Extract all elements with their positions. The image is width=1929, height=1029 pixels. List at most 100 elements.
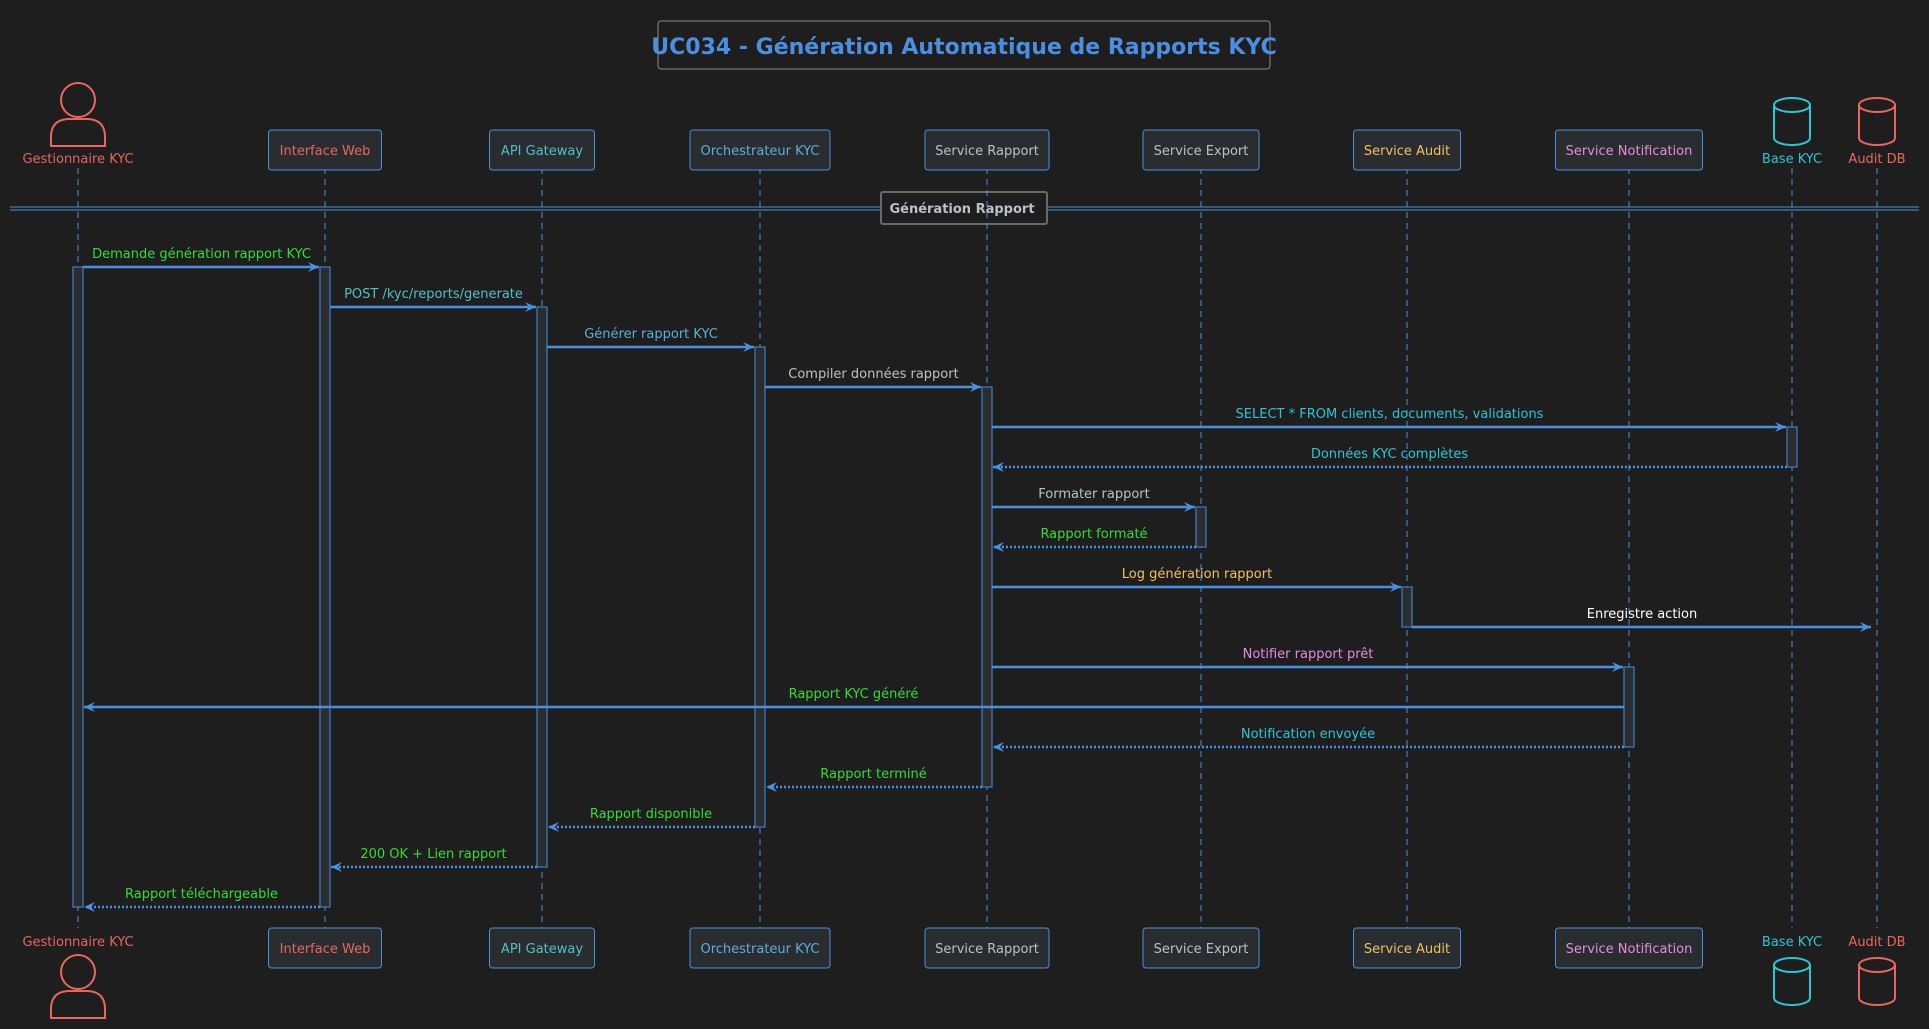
activation-web — [319, 266, 331, 908]
participant-box-notif — [1555, 927, 1703, 969]
message-label: Données KYC complètes — [1311, 447, 1469, 462]
participant-label-gestionnaire: Gestionnaire KYC — [22, 152, 133, 167]
message-label: Rapport formaté — [1040, 527, 1147, 542]
participant-notif-bottom: Service Notification — [1555, 927, 1703, 969]
message-7: Formater rapport — [992, 487, 1195, 512]
participant-orch-bottom: Orchestrateur KYC — [689, 927, 831, 969]
participant-label-auditdb: Audit DB — [1848, 935, 1905, 950]
message-12: Rapport KYC généré — [84, 687, 1624, 712]
participant-rapport-bottom: Service Rapport — [924, 927, 1050, 969]
participant-gestionnaire-top: Gestionnaire KYC — [22, 82, 134, 167]
participant-label-basekyc: Base KYC — [1762, 152, 1822, 167]
participant-gestionnaire-bottom: Gestionnaire KYC — [22, 935, 134, 1019]
participant-box-export — [1142, 129, 1260, 171]
message-label: Rapport terminé — [820, 767, 926, 782]
database-icon — [1773, 957, 1811, 1006]
participant-label-auditdb: Audit DB — [1848, 152, 1905, 167]
participants-top: Gestionnaire KYC Interface Web API Gateway… — [22, 82, 1906, 171]
message-4: Compiler données rapport — [765, 367, 981, 392]
participant-export-top: Service Export — [1142, 129, 1260, 171]
participant-box-rapport — [924, 927, 1050, 969]
actor-icon — [50, 954, 106, 1019]
message-14: Rapport terminé — [766, 767, 982, 792]
message-label: Rapport KYC généré — [789, 687, 919, 702]
participant-auditdb-top: Audit DB — [1848, 97, 1906, 167]
message-label: 200 OK + Lien rapport — [360, 847, 506, 862]
message-13: Notification envoyée — [993, 727, 1624, 752]
activation-export — [1195, 506, 1207, 548]
activation-notif — [1623, 666, 1635, 748]
participant-web-bottom: Interface Web — [268, 927, 382, 969]
participant-label-notif: Service Notification — [1566, 942, 1693, 957]
participant-rapport-top: Service Rapport — [924, 129, 1050, 171]
participant-label-orch: Orchestrateur KYC — [700, 144, 819, 159]
participant-api-top: API Gateway — [489, 129, 595, 171]
participant-auditdb-bottom: Audit DB — [1848, 935, 1906, 1006]
group-label: Génération Rapport — [889, 202, 1034, 217]
participant-api-bottom: API Gateway — [489, 927, 595, 969]
group-separator: Génération Rapport — [10, 191, 1919, 225]
participants-bottom: Gestionnaire KYC Interface Web API Gateway… — [22, 927, 1906, 1019]
messages: Demande génération rapport KYC POST /kyc/… — [83, 247, 1871, 912]
participant-box-web — [268, 927, 382, 969]
participant-box-audit — [1353, 927, 1461, 969]
participant-basekyc-bottom: Base KYC — [1762, 935, 1822, 1006]
participant-box-export — [1142, 927, 1260, 969]
activation-audit — [1401, 586, 1413, 628]
activation-rapport — [981, 386, 993, 788]
participant-label-web: Interface Web — [280, 144, 371, 159]
participant-basekyc-top: Base KYC — [1762, 97, 1822, 167]
message-15: Rapport disponible — [548, 807, 755, 832]
participant-label-audit: Service Audit — [1364, 144, 1450, 159]
participant-box-notif — [1555, 129, 1703, 171]
participant-label-web: Interface Web — [280, 942, 371, 957]
message-1: Demande génération rapport KYC — [83, 247, 319, 272]
message-label: Formater rapport — [1038, 487, 1150, 502]
participant-box-rapport — [924, 129, 1050, 171]
participant-label-gestionnaire: Gestionnaire KYC — [22, 935, 133, 950]
activation-bars — [72, 266, 1798, 908]
participant-label-api: API Gateway — [501, 144, 583, 159]
message-label: Enregistre action — [1587, 607, 1697, 622]
message-label: POST /kyc/reports/generate — [344, 287, 523, 302]
participant-label-basekyc: Base KYC — [1762, 935, 1822, 950]
participant-audit-top: Service Audit — [1353, 129, 1461, 171]
participant-label-orch: Orchestrateur KYC — [700, 942, 819, 957]
participant-box-orch — [689, 927, 831, 969]
participant-label-export: Service Export — [1154, 942, 1249, 957]
message-label: Générer rapport KYC — [584, 327, 718, 342]
participant-label-api: API Gateway — [501, 942, 583, 957]
message-9: Log génération rapport — [992, 567, 1401, 592]
participant-label-rapport: Service Rapport — [935, 942, 1039, 957]
activation-gestionnaire — [72, 266, 84, 908]
participant-notif-top: Service Notification — [1555, 129, 1703, 171]
participant-label-audit: Service Audit — [1364, 942, 1450, 957]
actor-icon — [50, 82, 106, 147]
database-icon — [1858, 97, 1896, 146]
participant-label-rapport: Service Rapport — [935, 144, 1039, 159]
message-10: Enregistre action — [1412, 607, 1871, 632]
participant-box-web — [268, 129, 382, 171]
participant-box-api — [489, 129, 595, 171]
participant-box-api — [489, 927, 595, 969]
title-text: UC034 - Génération Automatique de Rappor… — [651, 35, 1276, 60]
message-8: Rapport formaté — [993, 527, 1196, 552]
database-icon — [1773, 97, 1811, 146]
message-3: Générer rapport KYC — [547, 327, 754, 352]
message-label: SELECT * FROM clients, documents, valida… — [1236, 407, 1544, 422]
participant-box-orch — [689, 129, 831, 171]
message-label: Rapport disponible — [590, 807, 712, 822]
message-17: Rapport téléchargeable — [84, 887, 320, 912]
message-2: POST /kyc/reports/generate — [330, 287, 536, 312]
message-16: 200 OK + Lien rapport — [331, 847, 537, 872]
message-label: Notifier rapport prêt — [1243, 647, 1374, 662]
message-5: SELECT * FROM clients, documents, valida… — [992, 407, 1786, 432]
participant-audit-bottom: Service Audit — [1353, 927, 1461, 969]
activation-orch — [754, 346, 766, 828]
participant-box-audit — [1353, 129, 1461, 171]
message-6: Données KYC complètes — [993, 447, 1787, 472]
database-icon — [1858, 957, 1896, 1006]
participant-export-bottom: Service Export — [1142, 927, 1260, 969]
participant-label-export: Service Export — [1154, 144, 1249, 159]
